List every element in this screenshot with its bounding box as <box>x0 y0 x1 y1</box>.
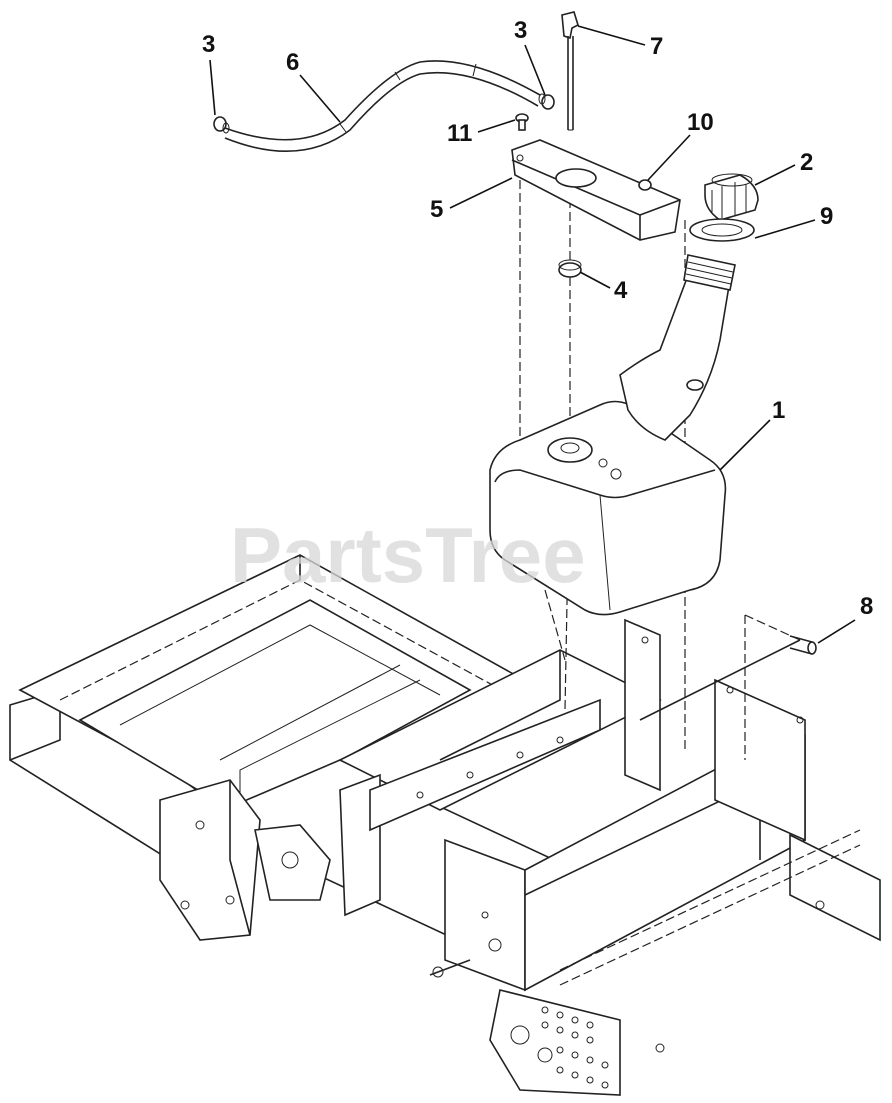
callout-3-right: 3 <box>514 17 527 44</box>
leader-lines <box>209 25 856 644</box>
callout-10: 10 <box>687 109 714 136</box>
fuel-hose <box>224 60 541 152</box>
callout-1: 1 <box>772 397 785 424</box>
callout-3-left: 3 <box>202 31 215 58</box>
hose-clamp-left <box>213 116 230 134</box>
hose-clamp-right <box>538 93 555 110</box>
watermark: PartsTree <box>230 511 586 599</box>
grommet <box>558 259 582 278</box>
tank-bracket <box>511 139 681 241</box>
callout-5: 5 <box>430 196 443 223</box>
callout-4: 4 <box>614 277 628 304</box>
callout-2: 2 <box>800 149 813 176</box>
fuel-tank <box>489 254 736 616</box>
callout-6: 6 <box>286 49 299 76</box>
gasket <box>689 218 755 242</box>
nut <box>638 179 652 191</box>
chassis-frame <box>9 554 881 1096</box>
callout-7: 7 <box>650 33 663 60</box>
bolt <box>789 635 817 655</box>
callout-9: 9 <box>820 203 833 230</box>
callout-11: 11 <box>447 120 472 147</box>
fuel-cap <box>704 173 759 221</box>
callouts: 1 2 3 3 4 5 6 7 8 9 10 11 <box>202 17 873 620</box>
callout-8: 8 <box>860 593 873 620</box>
screw <box>515 113 529 131</box>
fuel-pickup-fitting <box>561 11 579 131</box>
